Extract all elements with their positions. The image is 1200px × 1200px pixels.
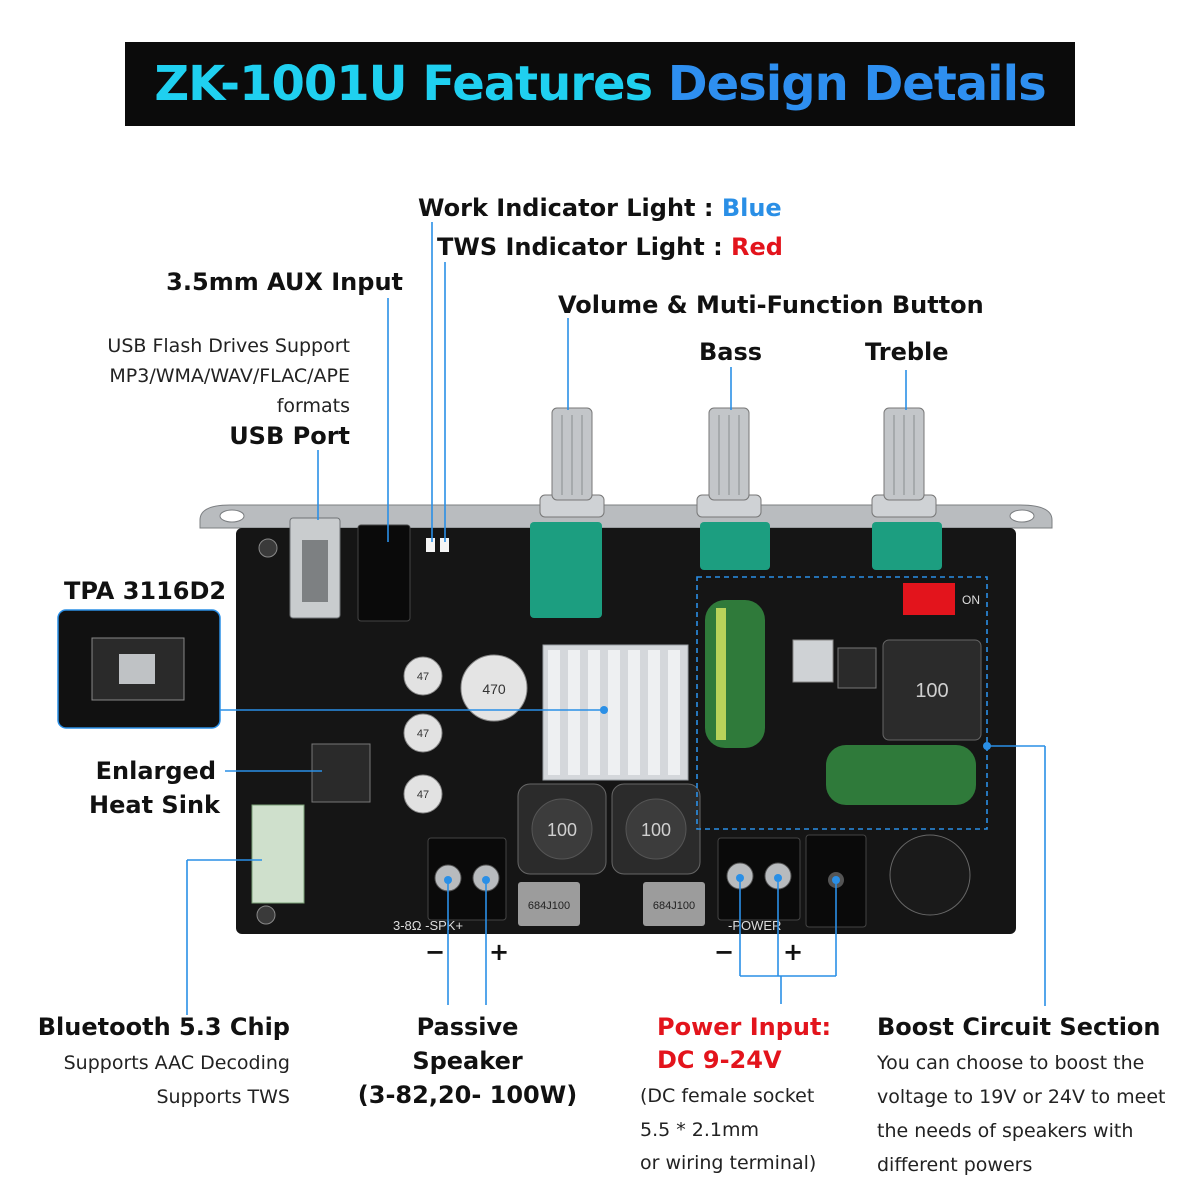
speaker-terminal <box>427 837 507 921</box>
electrolytic-capacitor <box>705 600 765 748</box>
buzzer <box>889 834 971 916</box>
speaker-label-3: (3-82,20- 100W) <box>357 1081 578 1109</box>
capacitor <box>403 774 443 814</box>
volume-button-label: Volume & Muti-Function Button <box>558 291 984 319</box>
title-part-1: ZK-1001U Features <box>154 56 668 112</box>
boost-line-3: the needs of speakers with <box>877 1120 1134 1142</box>
chip-inset <box>57 609 221 729</box>
power-marking: -POWER <box>728 918 781 933</box>
speaker-plus-sign: + <box>489 938 510 966</box>
aux-input-label: 3.5mm AUX Input <box>166 268 403 296</box>
tws-indicator-prefix: TWS Indicator Light : <box>437 233 732 261</box>
power-sub-1: (DC female socket <box>640 1085 815 1107</box>
capacitor-large <box>460 654 528 722</box>
tws-indicator-label: TWS Indicator Light : Red <box>437 233 783 261</box>
usb-desc-line-2: MP3/WMA/WAV/FLAC/APE <box>109 365 350 387</box>
cap-mark: 470 <box>482 681 506 697</box>
heatsink-label-2: Heat Sink <box>89 791 220 819</box>
treble-knob <box>871 407 942 570</box>
mount-hole <box>258 538 278 558</box>
bluetooth-sub-1: Supports AAC Decoding <box>63 1052 290 1074</box>
power-title-2: DC 9-24V <box>657 1046 782 1074</box>
title-bar <box>125 42 1075 126</box>
main-chip <box>311 743 371 803</box>
mount-hole <box>256 905 276 925</box>
power-terminal <box>717 837 801 921</box>
power-plus-sign: + <box>783 938 804 966</box>
work-indicator-prefix: Work Indicator Light : <box>418 194 722 222</box>
usb-desc-line-3: formats <box>276 395 350 417</box>
power-sub-3: or wiring terminal) <box>640 1152 817 1174</box>
boost-line-1: You can choose to boost the <box>877 1052 1145 1074</box>
bluetooth-module <box>251 804 305 904</box>
heatsink-label-1: Enlarged <box>95 757 216 785</box>
on-marking: ON <box>962 593 980 607</box>
work-indicator-label: Work Indicator Light : Blue <box>418 194 782 222</box>
tws-led <box>440 538 449 552</box>
bass-label: Bass <box>699 338 763 366</box>
metal-front-plate <box>199 504 1053 529</box>
power-sub-2: 5.5 * 2.1mm <box>640 1119 760 1141</box>
film-capacitor <box>518 882 580 926</box>
capacitor <box>403 713 443 753</box>
speaker-label-2: Speaker <box>412 1047 523 1075</box>
heat-sink <box>542 644 689 781</box>
work-led <box>426 538 435 552</box>
inductor-mark: 100 <box>915 680 948 702</box>
bluetooth-title: Bluetooth 5.3 Chip <box>37 1013 290 1041</box>
bass-knob <box>696 407 770 570</box>
volume-knob <box>530 407 605 618</box>
mosfet <box>837 647 877 689</box>
dip-switch <box>903 583 955 615</box>
mosfet <box>792 639 834 683</box>
cap-mark: 47 <box>417 789 429 801</box>
speaker-minus-sign: − <box>425 938 446 966</box>
boost-line-4: different powers <box>877 1154 1033 1176</box>
aux-jack <box>357 524 411 622</box>
title-part-2: Design Details <box>667 56 1047 112</box>
power-title-1: Power Input: <box>657 1013 832 1041</box>
inductor-mark: 100 <box>641 820 671 840</box>
tws-indicator-color: Red <box>731 233 783 261</box>
usb-desc-line-1: USB Flash Drives Support <box>107 335 350 357</box>
speaker-label-1: Passive <box>416 1013 519 1041</box>
usb-port-label: USB Port <box>229 422 350 450</box>
usb-port <box>289 517 341 619</box>
chip-label: TPA 3116D2 <box>64 577 227 605</box>
leader-dots <box>444 706 991 884</box>
work-indicator-color: Blue <box>721 194 782 222</box>
inductor <box>882 639 982 741</box>
capacitor <box>403 656 443 696</box>
cap-code: 684J100 <box>653 900 695 912</box>
cap-code: 684J100 <box>528 900 570 912</box>
cap-mark: 47 <box>417 728 429 740</box>
treble-label: Treble <box>865 338 949 366</box>
capacitor-stripe <box>716 608 726 740</box>
electrolytic-capacitor <box>826 745 976 805</box>
page-title: ZK-1001U Features Design Details <box>125 42 1075 126</box>
bluetooth-sub-2: Supports TWS <box>156 1086 290 1108</box>
leader-lines <box>186 222 1046 1015</box>
spk-marking: 3-8Ω -SPK+ <box>393 918 463 933</box>
boost-line-2: voltage to 19V or 24V to meet <box>877 1086 1166 1108</box>
film-capacitor <box>643 882 705 926</box>
power-minus-sign: − <box>714 938 735 966</box>
boost-title: Boost Circuit Section <box>877 1013 1161 1041</box>
boost-section-outline <box>696 576 988 830</box>
inductor-mark: 100 <box>547 820 577 840</box>
cap-mark: 47 <box>417 671 429 683</box>
